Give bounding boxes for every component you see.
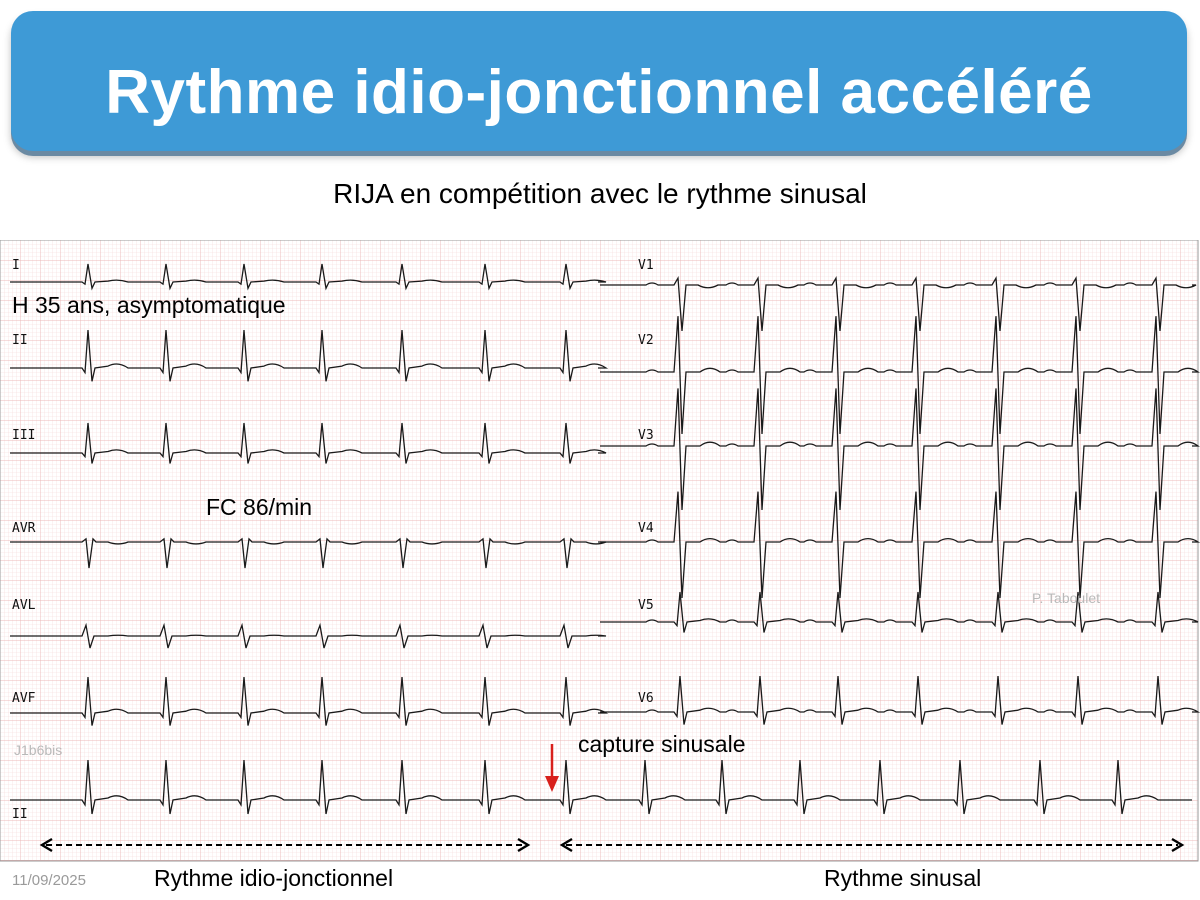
trace-lead-V4: [600, 491, 1200, 599]
lead-label-I: I: [12, 258, 20, 273]
trace-lead-aVL: [10, 622, 607, 649]
lead-label-V3: V3: [638, 428, 654, 443]
lead-label-V2: V2: [638, 333, 654, 348]
trace-lead-V6: [600, 675, 1200, 725]
trace-lead-III: [10, 422, 607, 464]
trace-rhythm-strip: [10, 759, 1192, 815]
lead-label-V6: V6: [638, 691, 654, 706]
trace-lead-I: [10, 263, 607, 291]
trace-lead-II: [10, 329, 609, 382]
trace-lead-V1: [600, 275, 1197, 332]
trace-lead-V2: [600, 316, 1200, 435]
lead-label-aVF: AVF: [12, 691, 36, 706]
code-watermark: J1b6bis: [14, 742, 63, 758]
capture-annotation: capture sinusale: [578, 731, 746, 757]
ecg-tracing: I II III AVR AVL AVF II V1 V2 V3 V4 V5 V…: [0, 240, 1200, 862]
trace-lead-aVF: [10, 676, 609, 726]
ecg-grid: [0, 240, 1199, 862]
lead-label-V5: V5: [638, 598, 654, 613]
patient-annotation: H 35 ans, asymptomatique: [12, 292, 286, 318]
lead-label-II: II: [12, 333, 28, 348]
trace-lead-V3: [600, 388, 1200, 511]
ecg-traces: [10, 263, 1200, 815]
footer-label-sinus: Rythme sinusal: [824, 865, 982, 891]
trace-lead-aVR: [10, 537, 607, 569]
range-arrow-junctional: [39, 837, 531, 853]
slide-title: Rythme idio-jonctionnel accéléré: [105, 58, 1093, 127]
title-banner: Rythme idio-jonctionnel accéléré: [11, 11, 1187, 151]
ecg-lead-labels: I II III AVR AVL AVF II V1 V2 V3 V4 V5 V…: [12, 258, 654, 822]
range-arrow-sinus: [559, 837, 1185, 853]
lead-label-aVR: AVR: [12, 521, 36, 536]
footer-date: 11/09/2025: [12, 872, 86, 889]
lead-label-rhythm-II: II: [12, 807, 28, 822]
lead-label-III: III: [12, 428, 35, 443]
author-watermark: P. Taboulet: [1032, 590, 1100, 606]
footer-label-junctional: Rythme idio-jonctionnel: [154, 865, 394, 891]
slide-subtitle: RIJA en compétition avec le rythme sinus…: [333, 178, 867, 209]
lead-label-V4: V4: [638, 521, 654, 536]
capture-arrow: [545, 744, 559, 792]
trace-lead-V5: [600, 591, 1199, 633]
ecg-svg: I II III AVR AVL AVF II V1 V2 V3 V4 V5 V…: [0, 240, 1200, 862]
heart-rate-annotation: FC 86/min: [206, 494, 313, 520]
lead-label-V1: V1: [638, 258, 654, 273]
lead-label-aVL: AVL: [12, 598, 36, 613]
